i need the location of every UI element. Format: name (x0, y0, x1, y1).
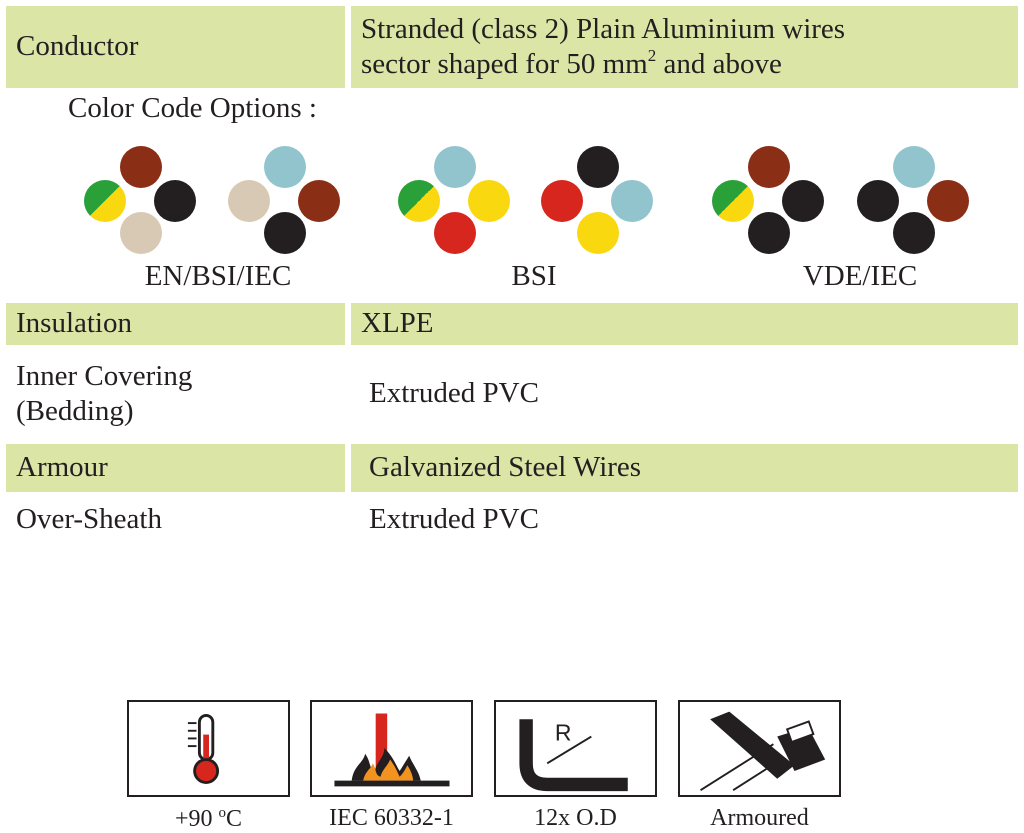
thermometer-icon-box (127, 700, 290, 797)
conductor-label: Conductor (6, 6, 345, 88)
insulation-label: Insulation (6, 303, 345, 345)
core-dot-top (120, 146, 162, 188)
bend-radius-icon: R (519, 719, 628, 792)
conductor-line1: Stranded (class 2) Plain Aluminium wires (361, 12, 846, 45)
flame-icon-box (310, 700, 473, 797)
core-dot-bottom (120, 212, 162, 254)
core-dot-right (468, 180, 510, 222)
color-option-3 (398, 146, 510, 256)
core-dot-top (434, 146, 476, 188)
armour-label: Armour (6, 444, 345, 492)
color-code-title: Color Code Options : (68, 92, 317, 124)
core-dot-right (782, 180, 824, 222)
bend-radius-label: 12x O.D (534, 805, 617, 831)
armoured-label: Armoured (710, 805, 809, 831)
insulation-value: XLPE (351, 303, 1018, 345)
color-option-6 (857, 146, 969, 256)
core-dot-right (611, 180, 653, 222)
color-option-2 (228, 146, 340, 256)
core-dot-bottom (434, 212, 476, 254)
temperature-label: +90 oC (174, 805, 243, 832)
core-dot-bottom (577, 212, 619, 254)
radius-glyph: R (555, 719, 572, 745)
insulation-row: Insulation XLPE (6, 303, 1018, 345)
core-dot-left (228, 180, 270, 222)
core-dot-right (154, 180, 196, 222)
inner-covering-row: Inner Covering (Bedding) Extruded PVC (6, 352, 1018, 436)
over-sheath-value: Extruded PVC (369, 503, 539, 536)
core-dot-left (541, 180, 583, 222)
conductor-row: Conductor Stranded (class 2) Plain Alumi… (6, 6, 1018, 88)
flame-icon (334, 713, 450, 787)
core-dot-left (398, 180, 440, 222)
core-dot-top (748, 146, 790, 188)
core-dot-top (893, 146, 935, 188)
flame-test-label: IEC 60332-1 (329, 805, 454, 831)
color-option-5 (712, 146, 824, 256)
color-option-1 (84, 146, 196, 256)
core-dot-left (712, 180, 754, 222)
armour-icon (700, 711, 826, 792)
standard-label-en-bsi-iec: EN/BSI/IEC (144, 260, 292, 292)
over-sheath-label: Over-Sheath (16, 503, 162, 536)
core-dot-top (264, 146, 306, 188)
core-dot-left (857, 180, 899, 222)
core-dot-bottom (893, 212, 935, 254)
inner-covering-value: Extruded PVC (369, 377, 539, 410)
armour-icon-box (678, 700, 841, 797)
conductor-line2: sector shaped for 50 mm2 and above (361, 46, 782, 80)
standard-label-vde-iec: VDE/IEC (802, 260, 918, 292)
thermometer-icon (187, 713, 220, 784)
color-option-4 (541, 146, 653, 256)
armour-value: Galvanized Steel Wires (351, 444, 1018, 492)
core-dot-top (577, 146, 619, 188)
core-dot-bottom (264, 212, 306, 254)
core-dot-right (927, 180, 969, 222)
inner-covering-label: Inner Covering (Bedding) (16, 359, 193, 427)
over-sheath-row: Over-Sheath Extruded PVC (6, 498, 1018, 542)
standard-label-bsi: BSI (511, 260, 557, 292)
core-dot-left (84, 180, 126, 222)
armour-row: Armour Galvanized Steel Wires (6, 444, 1018, 492)
core-dot-right (298, 180, 340, 222)
core-dot-bottom (748, 212, 790, 254)
bend-radius-icon-box: R (494, 700, 657, 797)
conductor-value: Stranded (class 2) Plain Aluminium wires… (351, 6, 1018, 88)
